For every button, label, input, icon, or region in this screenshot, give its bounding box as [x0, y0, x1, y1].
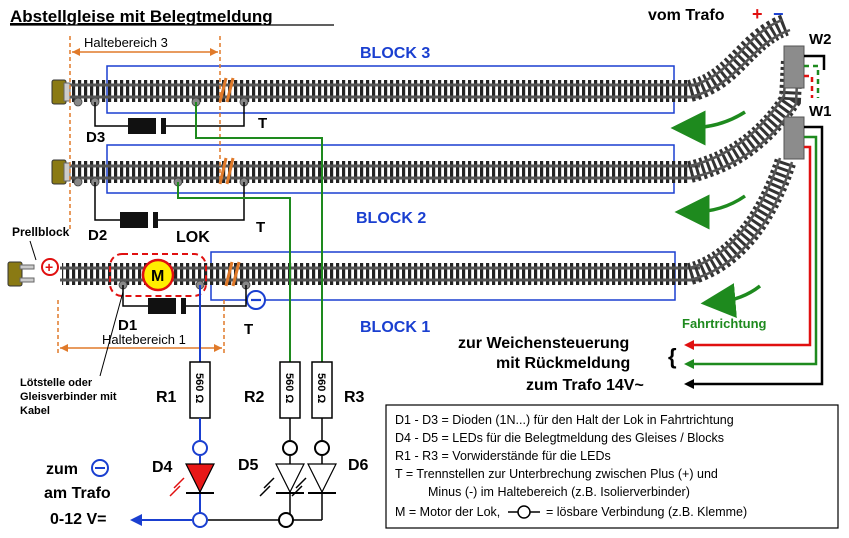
- legend-line-7: = lösbare Verbindung (z.B. Klemme): [546, 505, 747, 519]
- minus-sign: −: [773, 4, 784, 24]
- switch-w2-motor: [783, 45, 805, 89]
- block-2-label: BLOCK 2: [356, 210, 426, 227]
- lok-label: LOK: [176, 229, 210, 246]
- haltebereich-1-marker: [57, 300, 225, 356]
- motor-symbol: [141, 258, 175, 292]
- diode-d2: [120, 212, 158, 228]
- track-2: [70, 161, 700, 183]
- separator-3-label: T: [258, 115, 267, 132]
- svg-text:560 Ω: 560 Ω: [193, 373, 205, 403]
- loetstelle-line-3: Kabel: [20, 405, 50, 417]
- legend-line-2: D4 - D5 = LEDs für die Belegtmeldung des…: [395, 431, 724, 445]
- prellblock-label: Prellblock: [12, 225, 70, 239]
- legend-line-5: Minus (-) im Haltebereich (z.B. Isolierv…: [428, 485, 690, 499]
- diode-d3-label: D3: [86, 129, 105, 146]
- plus-sign: +: [752, 4, 763, 24]
- block-3-label: BLOCK 3: [360, 45, 430, 62]
- zum-minus-line-3: 0-12 V=: [50, 511, 106, 528]
- separator-2-label: T: [256, 219, 265, 236]
- weichensteuerung-line-2: mit Rückmeldung: [496, 355, 630, 372]
- solder-points: [73, 97, 251, 290]
- vom-trafo-label: vom Trafo: [648, 7, 725, 24]
- zum-minus-line-1: zum: [46, 461, 78, 478]
- track-3: [70, 80, 700, 102]
- resistor-r3: 560 Ω: [311, 361, 333, 419]
- loetstelle-line-2: Gleisverbinder mit: [20, 391, 117, 403]
- prellblock-2: [51, 159, 71, 185]
- diode-d3: [128, 118, 166, 134]
- loetstelle-line-1: Lötstelle oder: [20, 377, 93, 389]
- switch-wiring: [690, 54, 826, 386]
- svg-text:560 Ω: 560 Ω: [283, 373, 295, 403]
- block-3-wiring: [94, 102, 323, 362]
- weichensteuerung-line-1: zur Weichensteuerung: [458, 335, 629, 352]
- zum-minus-line-2: am Trafo: [44, 485, 111, 502]
- zum-trafo-14v-label: zum Trafo 14V~: [526, 377, 644, 394]
- lok-outline: [109, 253, 207, 297]
- block-1-label: BLOCK 1: [360, 319, 430, 336]
- legend-line-1: D1 - D3 = Dioden (1N...) für den Halt de…: [395, 413, 734, 427]
- legend-box: [385, 404, 839, 529]
- direction-arrows: [670, 110, 762, 318]
- haltebereich-3-marker: [69, 36, 221, 230]
- motor-label: M: [151, 268, 164, 285]
- resistor-r1-label: R1: [156, 389, 177, 406]
- led-d5-label: D5: [238, 457, 259, 474]
- terminals: [192, 440, 330, 528]
- switch-w2-label: W2: [809, 31, 832, 48]
- block-2-wiring: [94, 182, 291, 362]
- legend-line-4: T = Trennstellen zur Unterbrechung zwisc…: [395, 467, 718, 481]
- resistor-r2: 560 Ω: [279, 361, 301, 419]
- prellblock-3: [51, 79, 71, 105]
- separator-1-label: T: [244, 321, 253, 338]
- svg-text:+: +: [45, 259, 53, 275]
- resistor-r1: 560 Ω: [189, 361, 211, 419]
- fahrtrichtung-label: Fahrtrichtung: [682, 316, 767, 331]
- haltebereich-1-label: Haltebereich 1: [102, 332, 186, 347]
- minus-output-arrow: [130, 514, 142, 526]
- haltebereich-3-label: Haltebereich 3: [84, 35, 168, 50]
- plus-terminal: [41, 258, 59, 276]
- switch-w1-motor: [783, 116, 805, 160]
- diode-d1-label: D1: [118, 317, 137, 334]
- svg-text:560 Ω: 560 Ω: [315, 373, 327, 403]
- diode-d2-label: D2: [88, 227, 107, 244]
- led-d4-label: D4: [152, 459, 173, 476]
- led-d5: [259, 463, 305, 497]
- curved-track: [686, 14, 803, 285]
- resistor-r2-label: R2: [244, 389, 265, 406]
- resistor-r3-label: R3: [344, 389, 365, 406]
- led-d6: [291, 463, 337, 497]
- legend-line-6: M = Motor der Lok,: [395, 505, 500, 519]
- separators: [218, 77, 241, 287]
- legend-line-3: R1 - R3 = Vorwiderstände für die LEDs: [395, 449, 611, 463]
- switch-w1-label: W1: [809, 103, 832, 120]
- legend-terminal-icon: [508, 505, 540, 519]
- led-d4: [169, 463, 215, 497]
- diode-d1: [148, 298, 186, 314]
- page-title: Abstellgleise mit Belegtmeldung: [10, 7, 273, 26]
- prellblock-1: [7, 261, 35, 287]
- led-d6-label: D6: [348, 457, 369, 474]
- weichensteuerung-brace: {: [668, 344, 677, 369]
